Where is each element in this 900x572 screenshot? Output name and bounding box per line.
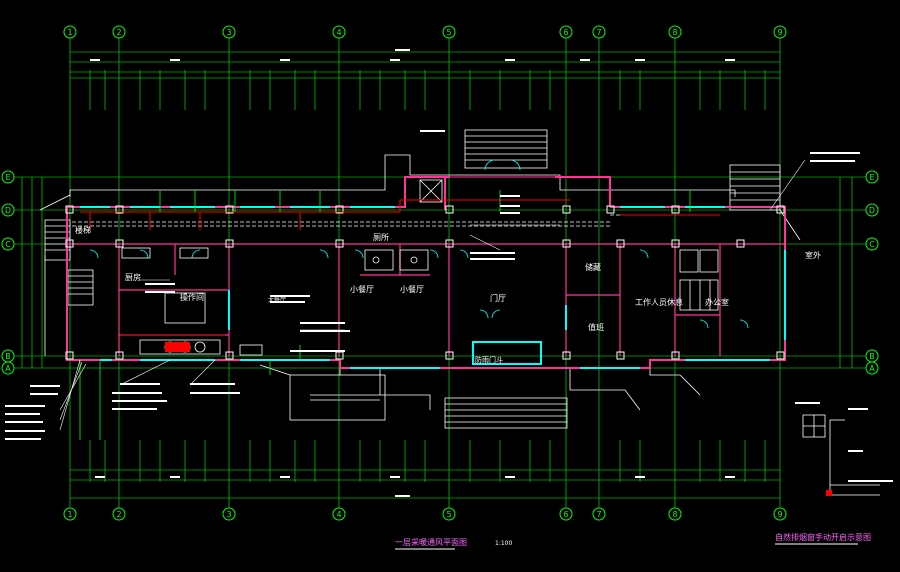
row-axis-lines — [14, 176, 866, 369]
axis-label-3: 3 — [226, 28, 231, 37]
corridor-guide — [72, 214, 700, 227]
room-label-stair: 楼梯 — [75, 225, 91, 235]
column-axis-labels-bottom: 1 2 3 4 5 6 7 8 9 — [67, 510, 782, 519]
toilet-fixtures — [364, 249, 719, 311]
window-opener-notes — [795, 402, 893, 482]
svg-text:E: E — [5, 173, 10, 182]
room-label-storage: 储藏 — [585, 262, 601, 272]
axis-label-4: 4 — [336, 28, 341, 37]
left-stair — [44, 219, 94, 356]
axis-label-5: 5 — [446, 28, 451, 37]
room-label-kitchen: 厨房 — [125, 272, 141, 282]
svg-text:5: 5 — [446, 510, 451, 519]
entrance-steps — [259, 364, 701, 429]
svg-text:A: A — [869, 364, 875, 373]
svg-text:B: B — [869, 352, 875, 361]
column-axis-labels-top: 1 2 3 4 5 6 7 8 9 — [67, 28, 782, 37]
axis-label-7: 7 — [596, 28, 601, 37]
axis-label-8: 8 — [672, 28, 677, 37]
dimension-numbers — [90, 49, 735, 497]
room-labels: 门厅 小餐厅 小餐厅 厕所 储藏 值班 工作人员休息 办公室 厨房 操作间 楼梯… — [75, 225, 821, 364]
roof-outline — [39, 129, 801, 241]
dimension-ticks-top — [89, 70, 766, 110]
svg-text:C: C — [5, 240, 11, 249]
axis-label-1: 1 — [67, 28, 72, 37]
svg-text:8: 8 — [672, 510, 677, 519]
dimension-lines-left — [21, 177, 853, 368]
svg-text:9: 9 — [777, 510, 782, 519]
svg-text:3: 3 — [226, 510, 231, 519]
svg-text:D: D — [5, 206, 11, 215]
pipe-risers — [79, 190, 691, 440]
windows — [80, 206, 786, 369]
dimension-ticks-bottom — [89, 440, 766, 482]
room-label-office: 办公室 — [705, 297, 729, 307]
heating-unit — [165, 342, 190, 352]
svg-text:C: C — [869, 240, 875, 249]
room-label-entrance-door: 防雨门斗 — [475, 355, 503, 364]
note-text-blocks — [5, 130, 860, 440]
svg-text:D: D — [869, 206, 875, 215]
heating-pipes — [80, 199, 720, 336]
room-label-work-room: 工作人员休息 — [635, 297, 683, 307]
svg-text:E: E — [869, 173, 874, 182]
room-label-small-hall-1: 小餐厅 — [350, 285, 374, 294]
row-axis-labels: E D C B A E D C B A — [5, 173, 875, 373]
axis-label-2: 2 — [116, 28, 121, 37]
door-swings — [89, 159, 749, 329]
entrance-door-frame — [472, 341, 542, 365]
svg-text:1: 1 — [67, 510, 72, 519]
structural-columns — [65, 205, 785, 360]
axis-label-9: 9 — [777, 28, 782, 37]
room-label-outdoor: 室外 — [805, 250, 821, 260]
column-axis-bubbles-bottom — [63, 507, 787, 521]
svg-text:A: A — [5, 364, 11, 373]
svg-text:2: 2 — [116, 510, 121, 519]
svg-text:B: B — [5, 352, 11, 361]
room-label-main-dining: 大餐厅 — [268, 296, 286, 304]
svg-text:4: 4 — [336, 510, 341, 519]
room-label-hall: 门厅 — [490, 293, 506, 303]
axis-label-6: 6 — [563, 28, 568, 37]
column-axis-bubbles-top — [63, 25, 787, 39]
room-label-cooking: 操作间 — [180, 292, 204, 302]
window-opener-handle — [826, 490, 832, 496]
drawing-scale: 1:100 — [495, 540, 512, 547]
svg-text:6: 6 — [563, 510, 568, 519]
room-label-duty: 值班 — [588, 322, 604, 332]
svg-text:7: 7 — [596, 510, 601, 519]
drawing-title: 一层采暖通风平面图 — [395, 537, 467, 547]
room-label-small-hall-2: 小餐厅 — [400, 285, 424, 294]
room-label-toilet: 厕所 — [373, 232, 389, 242]
side-title: 自然排烟窗手动开启示意图 — [775, 532, 871, 542]
window-opener-detail — [802, 414, 880, 496]
